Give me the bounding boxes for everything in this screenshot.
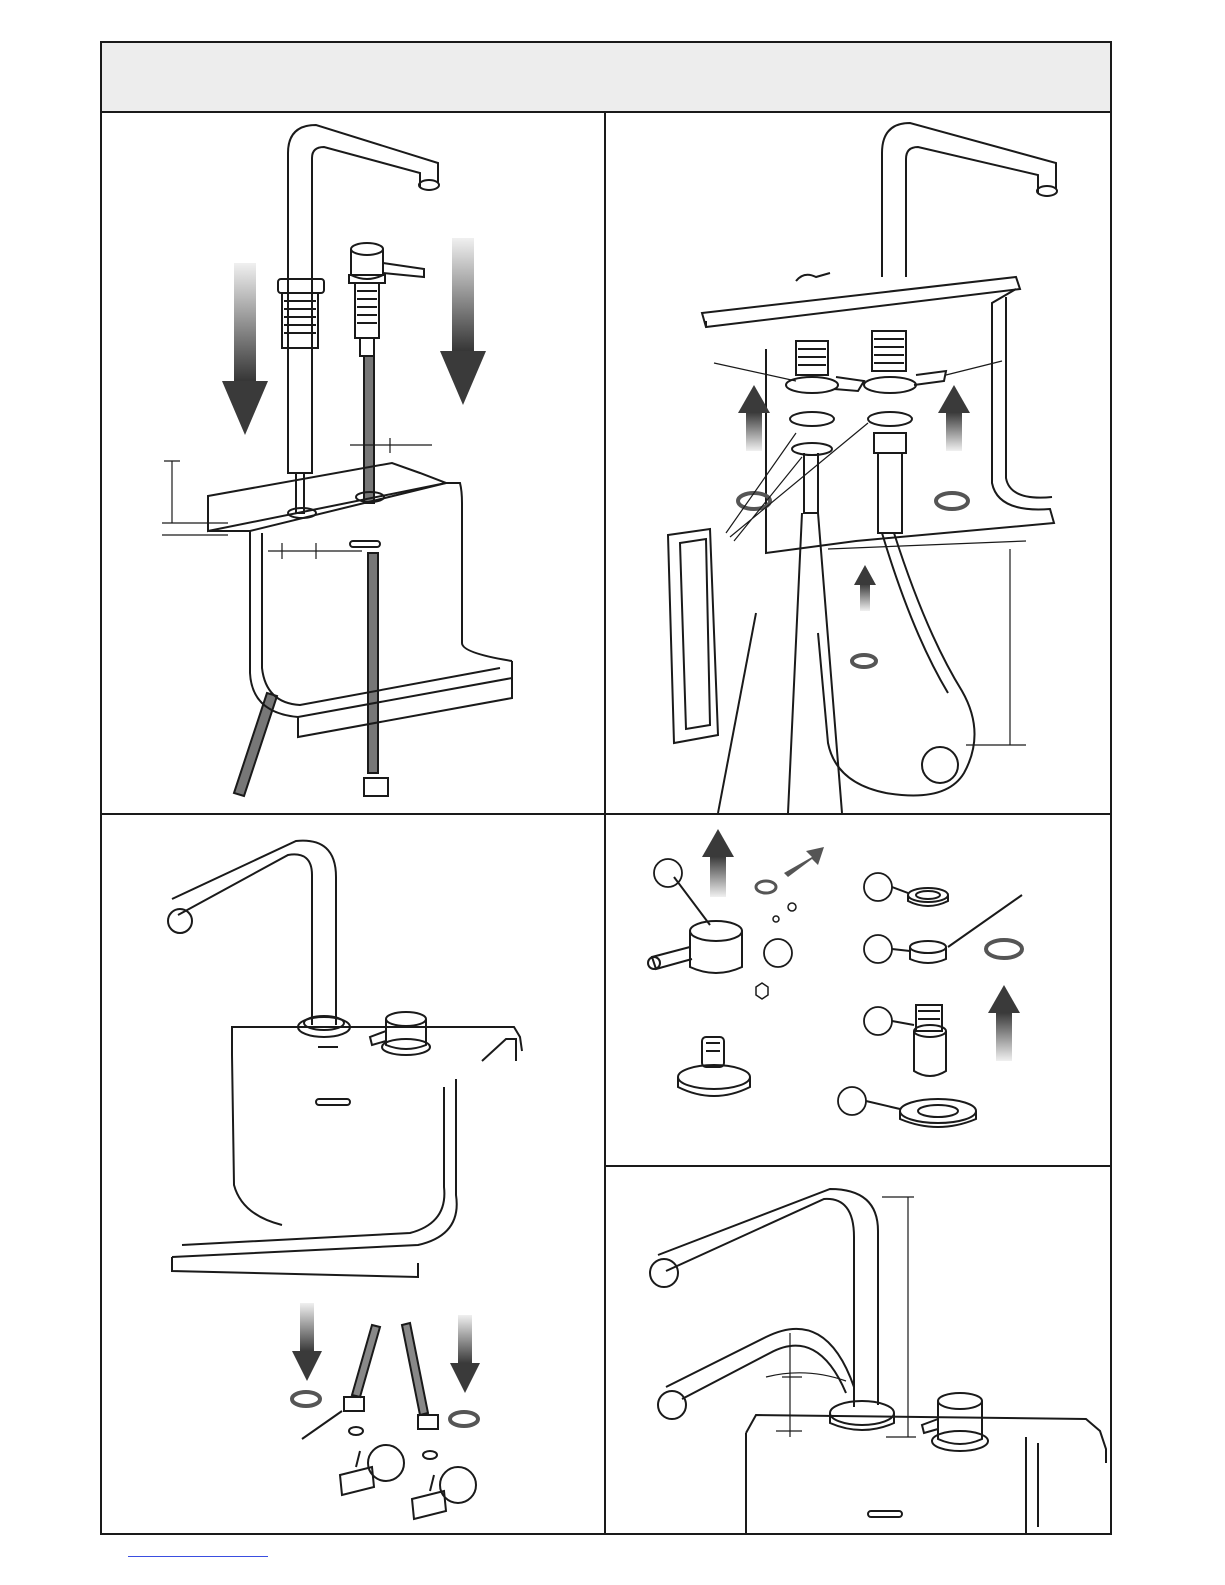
footer-link-underline xyxy=(128,1556,268,1557)
dimension-line-icon xyxy=(766,1197,916,1437)
up-arrow-shaft-left xyxy=(746,411,762,451)
diagonal-arrow-icon xyxy=(784,847,824,877)
mixer-lever-icon xyxy=(370,1012,430,1055)
down-arrow-icon xyxy=(450,1363,480,1393)
sink-bracket-icon xyxy=(208,463,512,737)
panel-5-drawing xyxy=(606,1167,1110,1535)
down-arrow-icon xyxy=(440,351,486,405)
faucet-icon xyxy=(650,1189,894,1430)
down-arrow-icon xyxy=(292,1351,322,1381)
rotate-arrow-icon xyxy=(738,493,968,667)
panel-2-underside-fixing xyxy=(606,113,1110,815)
up-arrow-icon xyxy=(988,985,1020,1013)
faucet-icon xyxy=(882,123,1057,277)
panel-3-connect-supply xyxy=(102,815,606,1535)
header-band xyxy=(102,43,1110,113)
down-arrow-shaft-left xyxy=(234,263,256,383)
down-arrow-icon xyxy=(222,381,268,435)
panel-4-cartridge-exploded xyxy=(606,815,1110,1167)
panel-4-drawing xyxy=(606,815,1110,1167)
down-arrow-shaft-left xyxy=(300,1303,314,1353)
sink-bracket-icon xyxy=(172,1027,522,1277)
rotate-arrow-icon xyxy=(292,1392,478,1426)
up-arrow-icon xyxy=(854,565,876,585)
up-arrow-shaft-right xyxy=(946,411,962,451)
down-arrow-shaft-right xyxy=(458,1315,472,1365)
panel-1-install-into-deck xyxy=(102,113,606,815)
up-arrow-icon xyxy=(702,829,734,857)
mixer-lever-icon xyxy=(648,877,742,973)
up-arrow-shaft-top xyxy=(710,855,726,897)
faucet-icon xyxy=(278,125,439,513)
mixer-lever-icon xyxy=(922,1393,988,1451)
panel-1-drawing xyxy=(102,113,606,815)
braided-hose-icon xyxy=(344,1323,438,1429)
rotate-arrow-icon xyxy=(986,940,1022,958)
down-arrow-shaft-right xyxy=(452,238,474,353)
angle-valve-icon xyxy=(302,1411,476,1519)
up-arrow-icon xyxy=(938,385,970,413)
instruction-sheet xyxy=(100,41,1112,1535)
up-arrow-shaft-small xyxy=(860,583,870,611)
panel-2-drawing xyxy=(606,113,1110,815)
panel-5-final-dimensions xyxy=(606,1167,1110,1535)
panel-3-drawing xyxy=(102,815,606,1535)
faucet-icon xyxy=(168,841,350,1037)
mixer-lever-icon xyxy=(349,243,424,356)
up-arrow-shaft-side xyxy=(996,1011,1012,1061)
cartridge-icon xyxy=(786,331,946,533)
cartridge-icon xyxy=(678,1005,946,1096)
wrench-tool-icon xyxy=(668,529,718,743)
